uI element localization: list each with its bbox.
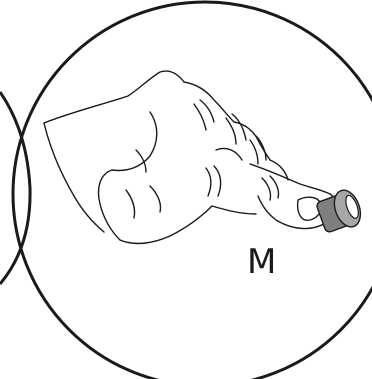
size-label: M	[247, 242, 277, 282]
hand-icon	[43, 70, 337, 245]
left-panel-arc	[0, 91, 32, 285]
ear-tip-icon	[316, 189, 362, 233]
frame-circle	[11, 0, 372, 379]
